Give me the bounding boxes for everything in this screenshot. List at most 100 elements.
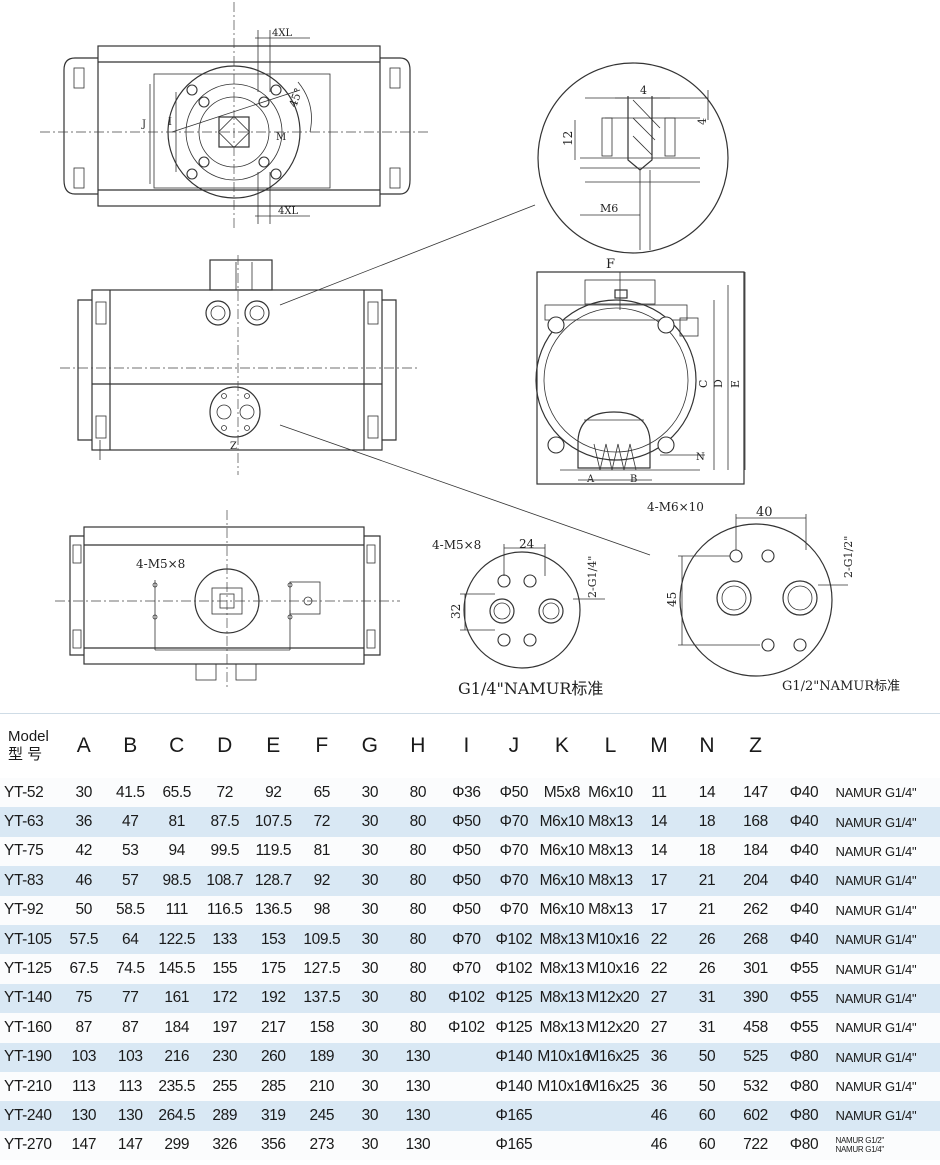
table-cell: 130 <box>107 1101 154 1131</box>
table-cell: 47 <box>107 807 154 837</box>
table-cell: 80 <box>393 807 443 837</box>
table-cell: 30 <box>346 1042 394 1072</box>
table-cell: 137.5 <box>297 983 347 1014</box>
table-cell: M8x13 <box>537 924 587 955</box>
standard-line: NAMUR G1/4" <box>835 814 917 830</box>
header-col: M <box>634 713 684 778</box>
side-label-b: B <box>630 474 637 485</box>
table-cell: 184 <box>730 836 781 867</box>
table-cell: 87 <box>60 1013 108 1043</box>
table-cell: 26 <box>683 924 731 955</box>
table-cell: 30 <box>346 954 394 984</box>
g14-label-24: 24 <box>519 537 535 551</box>
table-cell: Φ50 <box>442 895 491 925</box>
table-cell: Φ36 <box>442 778 491 808</box>
header-col: E <box>249 713 298 778</box>
table-cell: 525 <box>730 1042 781 1072</box>
g14-label-m5: 4-M5×8 <box>432 538 481 552</box>
g14-label-2g: 2-G1/4" <box>586 556 599 598</box>
standard-line: NAMUR G1/4" <box>835 1079 917 1095</box>
table-header-row: Model 型 号 A B C D E F G H I J K L M N Z <box>0 713 940 778</box>
namur-g14-view: 4-M5×8 24 32 2-G1/4" G1/4"NAMUR标准 <box>432 537 605 698</box>
table-cell: M16x25 <box>586 1042 640 1072</box>
standard-line: NAMUR G1/4" <box>835 1145 885 1155</box>
table-cell: Φ50 <box>442 866 491 896</box>
model-cell: YT-190 <box>0 1042 61 1072</box>
model-cell: YT-75 <box>0 836 61 867</box>
technical-drawing: 4XL 4XL J I 45° M 4 4 12 M6 <box>40 2 900 698</box>
table-cell: 299 <box>153 1130 201 1161</box>
standard-line: NAMUR G1/4" <box>835 1049 917 1065</box>
table-cell: 42 <box>60 836 108 867</box>
table-cell: 41.5 <box>107 778 154 808</box>
table-cell: Φ50 <box>442 807 491 837</box>
table-cell: Φ40 <box>780 778 828 808</box>
table-cell: M8x13 <box>586 895 635 925</box>
table-cell <box>442 1071 491 1102</box>
table-cell: 36 <box>634 1042 684 1072</box>
standard-cell: NAMUR G1/4" <box>827 1013 940 1043</box>
standard-cell: NAMUR G1/4" <box>827 1042 940 1072</box>
standard-cell: NAMUR G1/2"NAMUR G1/4" <box>827 1130 940 1161</box>
table-cell: 30 <box>346 866 394 896</box>
side-label-a: A <box>586 474 595 485</box>
table-cell: 264.5 <box>153 1101 201 1131</box>
table-cell: 319 <box>249 1101 298 1131</box>
table-cell: 108.7 <box>200 866 250 896</box>
table-cell: 50 <box>60 895 108 925</box>
table-cell: 21 <box>683 895 731 925</box>
table-cell: 46 <box>60 866 108 896</box>
table-cell: M6x10 <box>537 895 587 925</box>
table-cell: 14 <box>634 807 684 837</box>
table-cell: 64 <box>107 924 154 955</box>
table-cell <box>537 1101 587 1131</box>
namur-g12-view: 4-M6×10 40 45 2-G1/2" G1/2"NAMUR标准 <box>647 500 900 694</box>
header-col: K <box>537 713 587 778</box>
spec-table: Model 型 号 A B C D E F G H I J K L M N Z … <box>0 713 940 1161</box>
side-view: F C D E N A B <box>535 257 746 485</box>
table-cell: Φ125 <box>490 1013 538 1043</box>
model-cell: YT-52 <box>0 778 61 808</box>
table-cell: 27 <box>634 983 684 1014</box>
table-cell: 192 <box>249 983 298 1014</box>
header-col: G <box>346 713 394 778</box>
side-label-e: E <box>729 380 742 388</box>
table-cell: M6x10 <box>537 836 587 867</box>
label-m: M <box>276 132 286 143</box>
table-cell: 175 <box>249 954 298 984</box>
table-cell: 184 <box>153 1013 201 1043</box>
table-cell: 31 <box>683 983 731 1014</box>
standard-cell: NAMUR G1/4" <box>827 1101 940 1131</box>
table-cell: 168 <box>730 807 781 837</box>
model-cell: YT-270 <box>0 1130 61 1161</box>
table-cell: 46 <box>634 1130 684 1161</box>
table-cell: 113 <box>107 1071 154 1102</box>
table-cell: 99.5 <box>200 836 250 867</box>
table-cell: Φ140 <box>490 1042 538 1072</box>
table-cell: 390 <box>730 983 781 1014</box>
table-cell: Φ70 <box>442 924 491 955</box>
table-cell: 80 <box>393 983 443 1014</box>
table-cell: 92 <box>297 866 347 896</box>
standard-line: NAMUR G1/2" <box>835 1136 885 1146</box>
table-cell: 136.5 <box>249 895 298 925</box>
table-cell: 30 <box>346 895 394 925</box>
detail-view: 4 4 12 M6 <box>279 62 729 306</box>
standard-cell: NAMUR G1/4" <box>827 983 940 1014</box>
header-col: B <box>107 713 154 778</box>
table-cell: 722 <box>730 1130 781 1161</box>
front-view: Z <box>60 255 651 556</box>
table-cell: 147 <box>730 778 781 808</box>
table-cell: 133 <box>200 924 250 955</box>
g12-label-m6: 4-M6×10 <box>647 500 704 514</box>
table-cell: 260 <box>249 1042 298 1072</box>
table-cell: Φ102 <box>442 983 491 1014</box>
header-model-cn: 型 号 <box>8 746 43 763</box>
table-cell: 30 <box>346 836 394 867</box>
label-j: J <box>141 119 146 130</box>
standard-cell: NAMUR G1/4" <box>827 836 940 867</box>
table-cell: 30 <box>346 1071 394 1102</box>
